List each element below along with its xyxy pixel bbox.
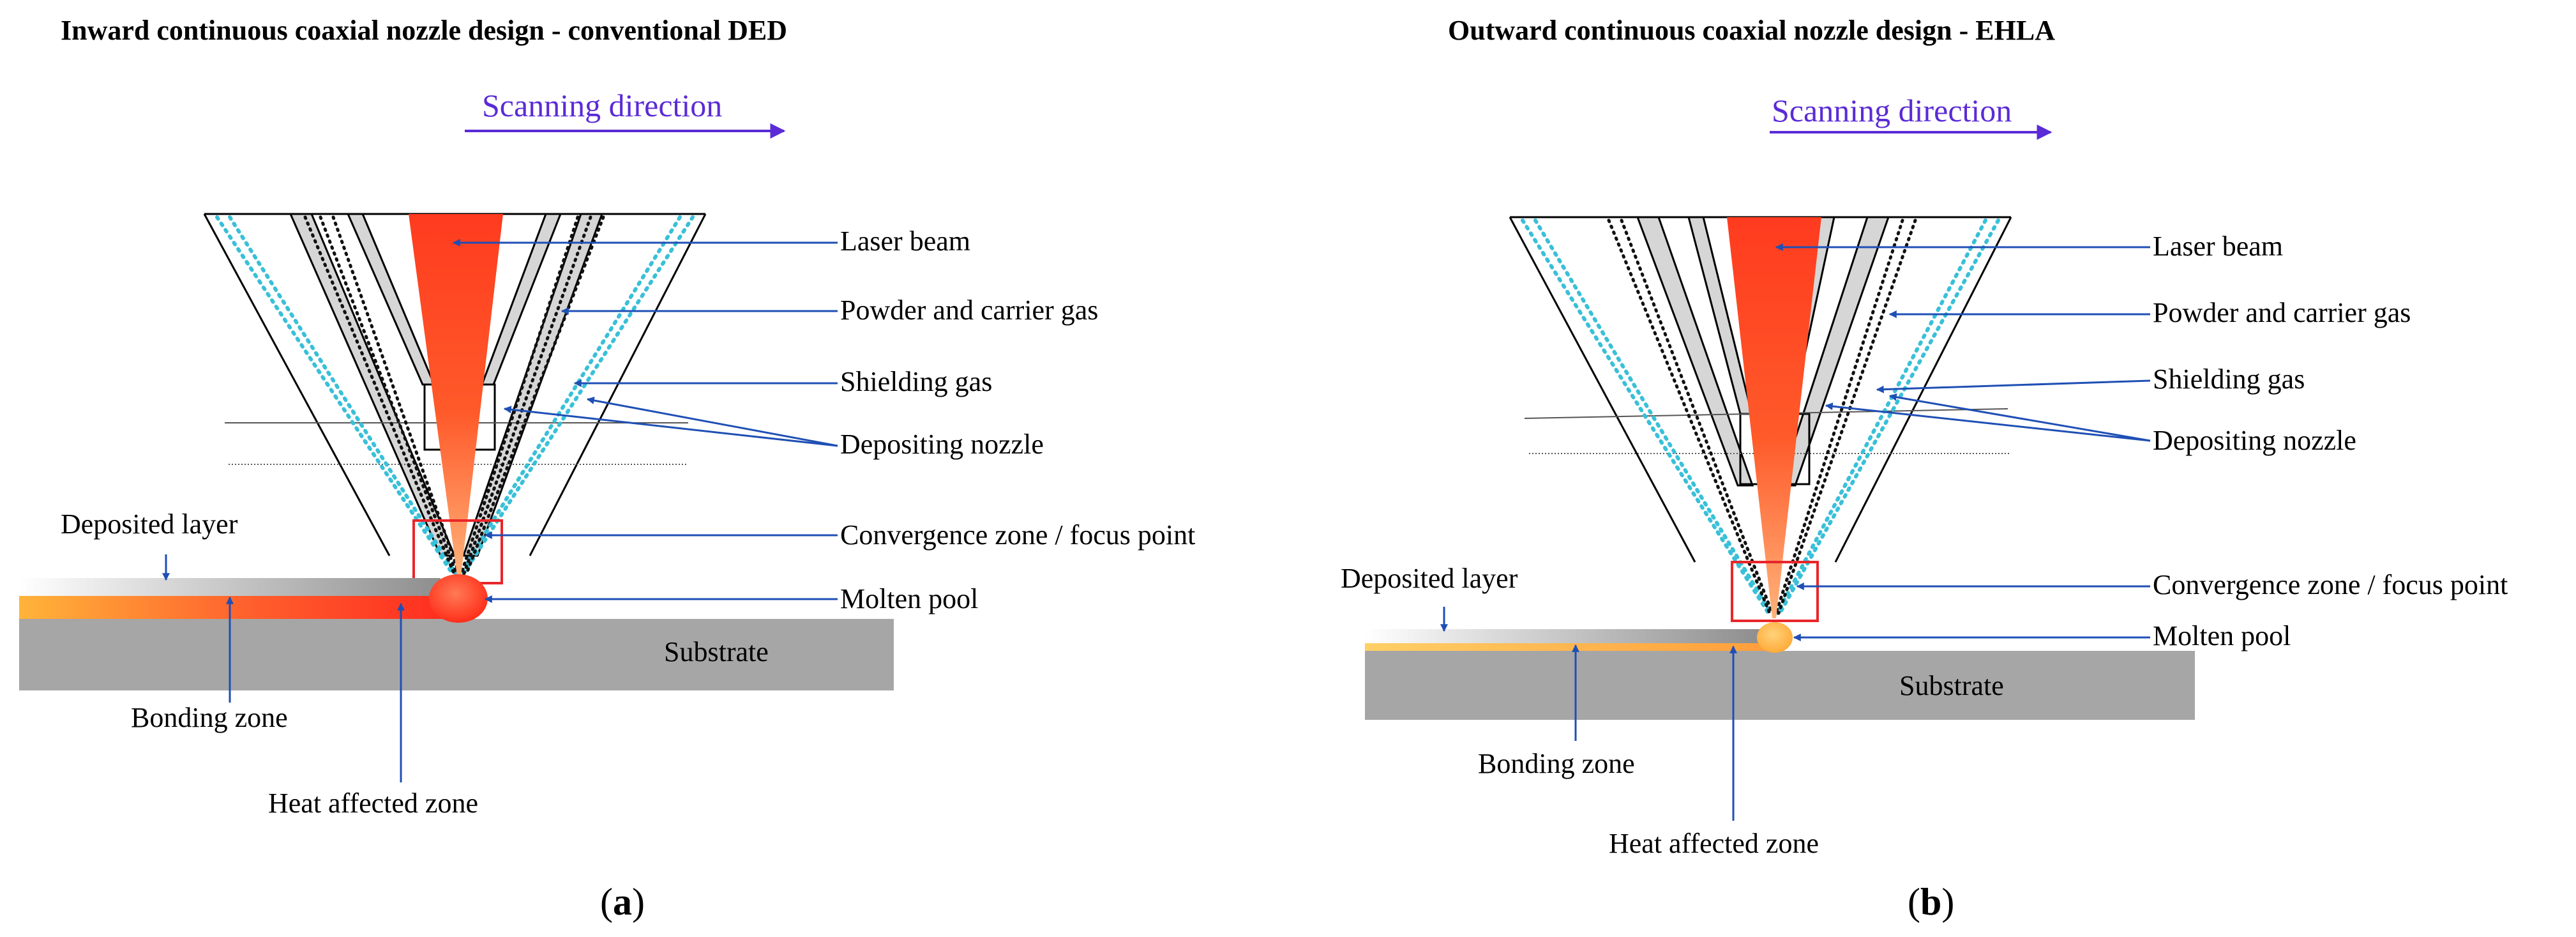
panel-a-bonding-zone	[19, 596, 453, 619]
panel-a-scanning-label: Scanning direction	[482, 88, 722, 123]
panel-a-outer-wall-right	[529, 213, 707, 556]
panel-a-outer-wall-left	[203, 213, 391, 556]
panel-b-leaders	[1440, 243, 2151, 821]
panel-b-deposited-label: Deposited layer	[1341, 563, 1518, 594]
panel-a-deposited-layer	[19, 578, 441, 596]
panel-b-focus-box	[1731, 561, 1819, 622]
panel-a-powder-stream-l1	[303, 215, 456, 577]
panel-a-leader-nozzle-2	[503, 406, 838, 447]
panel-b-bonding-zone	[1365, 643, 1777, 651]
panel-a-streams	[215, 215, 695, 577]
panel-b-shielding-stream-r2	[1775, 218, 1987, 615]
panel-b-molten-label: Molten pool	[2153, 620, 2291, 651]
panel-b-powder-stream-l2	[1620, 218, 1774, 615]
panel-b-title: Outward continuous coaxial nozzle design…	[1448, 15, 2055, 46]
panel-a-powder-stream-l2	[319, 215, 459, 577]
panel-b-caption: (b)	[1908, 881, 1954, 923]
panel-a-caption: (a)	[600, 881, 645, 923]
panel-a-leaders	[162, 239, 838, 782]
panel-b-streams	[1521, 218, 2000, 615]
panel-b-deposited-layer	[1365, 629, 1761, 643]
panel-b-scanning-label: Scanning direction	[1772, 93, 2012, 128]
panel-a-laser-label: Laser beam	[840, 225, 970, 257]
panel-a-substrate	[19, 619, 894, 690]
panel-a-title: Inward continuous coaxial nozzle design …	[61, 15, 787, 46]
panel-a-nozzle-label: Depositing nozzle	[840, 429, 1044, 460]
panel-b-shielding-stream-r1	[1778, 218, 2000, 615]
panel-a-powder-stream-r1	[459, 215, 580, 577]
panel-b-haz-label: Heat affected zone	[1609, 828, 1819, 859]
panel-b-inner-wall-right	[1778, 216, 1890, 487]
panel-b-powder-stream-r1	[1774, 218, 1904, 615]
panel-a-shielding-stream-r1	[461, 215, 695, 577]
panel-b-substrate	[1365, 651, 2195, 720]
panel-a-substrate-label: Substrate	[664, 636, 769, 667]
panel-b-shielding-label: Shielding gas	[2153, 363, 2305, 395]
panel-b-outer-wall-right	[1834, 217, 2012, 563]
panel-b-powder-label: Powder and carrier gas	[2153, 297, 2411, 328]
panel-a-convergence-label: Convergence zone / focus point	[840, 519, 1195, 551]
panel-b-bonding-label: Bonding zone	[1478, 748, 1635, 779]
panel-b-shielding-stream-l1	[1521, 218, 1770, 615]
panel-b-shielding-stream-l2	[1533, 218, 1773, 615]
panel-a-powder-stream-r3	[464, 215, 605, 577]
panel-b-nozzle-label: Depositing nozzle	[2153, 425, 2356, 456]
panel-b-convergence-label: Convergence zone / focus point	[2153, 569, 2508, 600]
panel-b-laser-label: Laser beam	[2153, 231, 2283, 262]
panel-a-powder-stream-r2	[462, 215, 592, 577]
panel-b-laser-beam	[1727, 217, 1821, 618]
panel-b-leader-nozzle-2	[1825, 402, 2151, 442]
panel-a-haz-label: Heat affected zone	[268, 788, 478, 819]
panel-a-powder-label: Powder and carrier gas	[840, 294, 1098, 326]
panel-a-shielding-stream-l2	[228, 215, 458, 577]
panel-a-leader-nozzle-1	[586, 397, 838, 447]
panel-a-molten-label: Molten pool	[840, 583, 978, 614]
panel-a-bonding-label: Bonding zone	[131, 702, 288, 733]
panel-b-leader-shielding	[1876, 379, 2151, 393]
panel-b-inner-wall-left	[1636, 216, 1754, 487]
panel-a-deposited-label: Deposited layer	[61, 508, 238, 540]
panel-a-shielding-stream-r2	[458, 215, 682, 577]
panel-a-laser-beam	[409, 214, 503, 576]
panel-a-shielding-label: Shielding gas	[840, 366, 992, 397]
panel-b-substrate-label: Substrate	[1899, 670, 2004, 701]
panel-a-nozzle	[203, 213, 707, 557]
panel-b-powder-stream-r2	[1777, 218, 1917, 615]
panel-b: Outward continuous coaxial nozzle design…	[1341, 15, 2508, 923]
panel-a-inner-wall-right	[462, 213, 604, 557]
panel-a-molten-pool	[429, 574, 488, 623]
panel-b-leader-nozzle-1	[1888, 393, 2151, 442]
panel-b-molten-pool	[1757, 622, 1793, 653]
panel-a: Inward continuous coaxial nozzle design …	[19, 15, 1195, 923]
panel-a-shielding-stream-l1	[215, 215, 455, 577]
panel-b-outer-wall-left	[1509, 217, 1696, 563]
panel-a-powder-stream-l3	[331, 215, 462, 577]
panel-b-powder-stream-l1	[1607, 218, 1772, 615]
